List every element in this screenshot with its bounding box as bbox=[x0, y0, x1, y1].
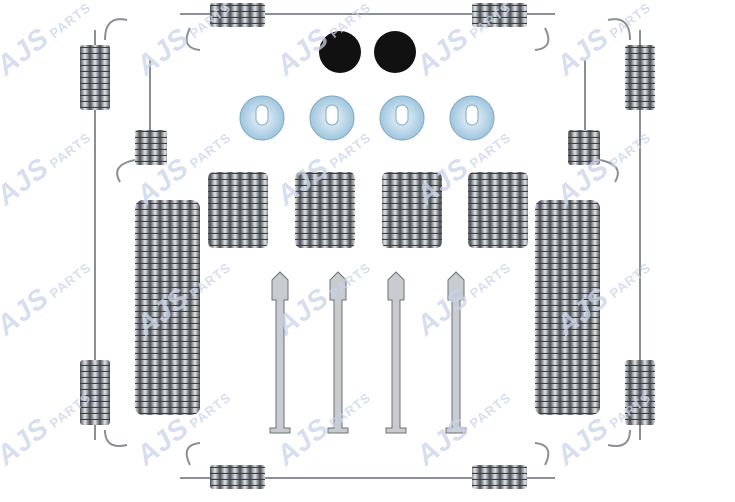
top-return-spring bbox=[180, 3, 555, 51]
black-cap bbox=[374, 31, 416, 73]
long-spring-right bbox=[535, 200, 600, 415]
right-side-spring bbox=[607, 18, 655, 447]
metal-clips bbox=[239, 95, 495, 141]
black-cap bbox=[319, 31, 361, 73]
left-side-spring bbox=[80, 18, 128, 447]
bottom-return-spring bbox=[180, 442, 555, 489]
left-hook-spring bbox=[116, 60, 167, 183]
hold-down-pins bbox=[269, 271, 467, 434]
short-hold-down-springs bbox=[208, 172, 528, 248]
long-spring-left bbox=[135, 200, 200, 415]
right-hook-spring bbox=[568, 60, 619, 183]
